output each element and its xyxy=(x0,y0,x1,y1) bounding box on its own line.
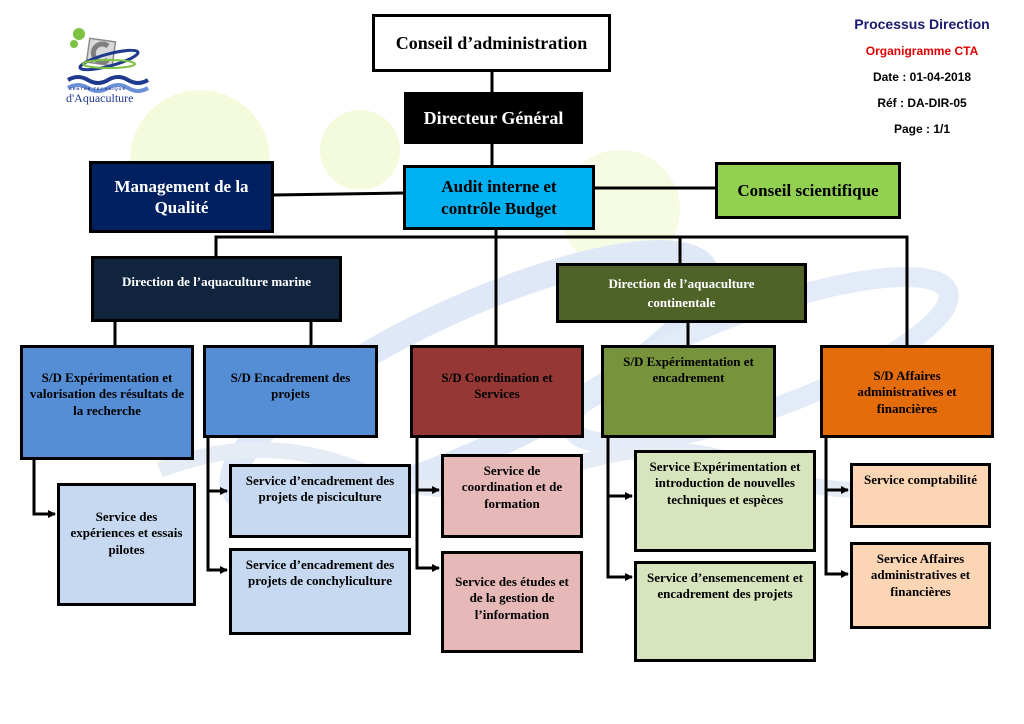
connector-sd2-svc3 xyxy=(206,491,228,574)
service-box: Service d’encadrement des projets de pis… xyxy=(229,464,411,538)
connector-quality xyxy=(272,191,404,197)
subdivision-label: S/D Coordination et Services xyxy=(441,370,553,402)
subdivision-box: S/D Encadrement des projets xyxy=(203,345,378,438)
direction-continental-box: Direction de l’aquaculture continentale xyxy=(556,263,807,323)
service-label: Service d’encadrement des projets de pis… xyxy=(245,473,395,505)
scientific-box: Conseil scientifique xyxy=(715,162,901,219)
connector-sd5-svc8 xyxy=(824,437,849,494)
subdivision-label: S/D Encadrement des projets xyxy=(230,370,351,402)
connector-sd1-svc1 xyxy=(32,459,56,518)
connector-sd2-svc2 xyxy=(206,437,228,495)
service-label: Service des expériences et essais pilote… xyxy=(70,509,183,557)
service-box: Service de coordination et de formation xyxy=(441,454,583,538)
board-box: Conseil d’administration xyxy=(372,14,611,72)
service-label: Service de coordination et de formation xyxy=(461,463,563,511)
document-date: Date : 01-04-2018 xyxy=(872,70,972,84)
board-label: Conseil d’administration xyxy=(395,32,588,53)
connector-sd4-svc6 xyxy=(606,437,633,500)
process-label: Processus Direction xyxy=(854,16,990,32)
quality-box: Management de la Qualité xyxy=(89,161,274,233)
logo-title: d'Aquaculture xyxy=(66,91,134,105)
service-box: Service d’encadrement des projets de con… xyxy=(229,548,411,635)
service-box: Service des expériences et essais pilote… xyxy=(57,483,196,606)
service-label: Service comptabilité xyxy=(864,472,977,487)
audit-label: Audit interne et contrôle Budget xyxy=(441,177,557,218)
document-reference: Réf : DA-DIR-05 xyxy=(877,96,967,110)
subdivision-box: S/D Coordination et Services xyxy=(410,345,584,438)
connector-sd4-svc7 xyxy=(606,496,633,581)
ceo-label: Directeur Général xyxy=(423,107,564,128)
service-label: Service d’ensemencement et encadrement d… xyxy=(647,570,803,602)
service-box: Service Affaires administratives et fina… xyxy=(850,542,991,629)
service-box: Service d’ensemencement et encadrement d… xyxy=(634,561,816,662)
service-box: Service comptabilité xyxy=(850,463,991,528)
direction-marine-label: Direction de l’aquaculture marine xyxy=(121,274,312,289)
service-label: Service Affaires administratives et fina… xyxy=(870,551,971,599)
connector-sd3-svc5 xyxy=(415,490,440,572)
service-label: Service Expérimentation et introduction … xyxy=(649,459,801,507)
subdivision-box: S/D Expérimentation et valorisation des … xyxy=(20,345,194,460)
watermark-bubble xyxy=(320,110,400,190)
subdivision-box: S/D Affaires administratives et financiè… xyxy=(820,345,994,438)
document-title: Organigramme CTA xyxy=(865,44,979,58)
logo-subtitle: CENTRE TECHNIQUE xyxy=(69,86,127,91)
connector-sd3-svc4 xyxy=(415,437,440,494)
quality-label: Management de la Qualité xyxy=(114,176,249,217)
service-box: Service des études et de la gestion de l… xyxy=(441,551,583,653)
direction-marine-box: Direction de l’aquaculture marine xyxy=(91,256,342,322)
direction-continental-label: Direction de l’aquaculture continentale xyxy=(608,275,755,311)
subdivision-box: S/D Expérimentation et encadrement xyxy=(601,345,776,438)
service-box: Service Expérimentation et introduction … xyxy=(634,450,816,552)
subdivision-label: S/D Expérimentation et valorisation des … xyxy=(29,370,185,418)
audit-box: Audit interne et contrôle Budget xyxy=(403,165,595,230)
ceo-box: Directeur Général xyxy=(404,92,583,144)
subdivision-label: S/D Expérimentation et encadrement xyxy=(623,354,754,386)
subdivision-label: S/D Affaires administratives et financiè… xyxy=(857,368,957,416)
service-label: Service d’encadrement des projets de con… xyxy=(245,557,395,589)
scientific-label: Conseil scientifique xyxy=(737,180,879,200)
connector-sd5-svc9 xyxy=(824,490,849,578)
service-label: Service des études et de la gestion de l… xyxy=(455,574,569,622)
cta-logo-icon xyxy=(66,28,150,93)
page-number: Page : 1/1 xyxy=(893,122,951,136)
